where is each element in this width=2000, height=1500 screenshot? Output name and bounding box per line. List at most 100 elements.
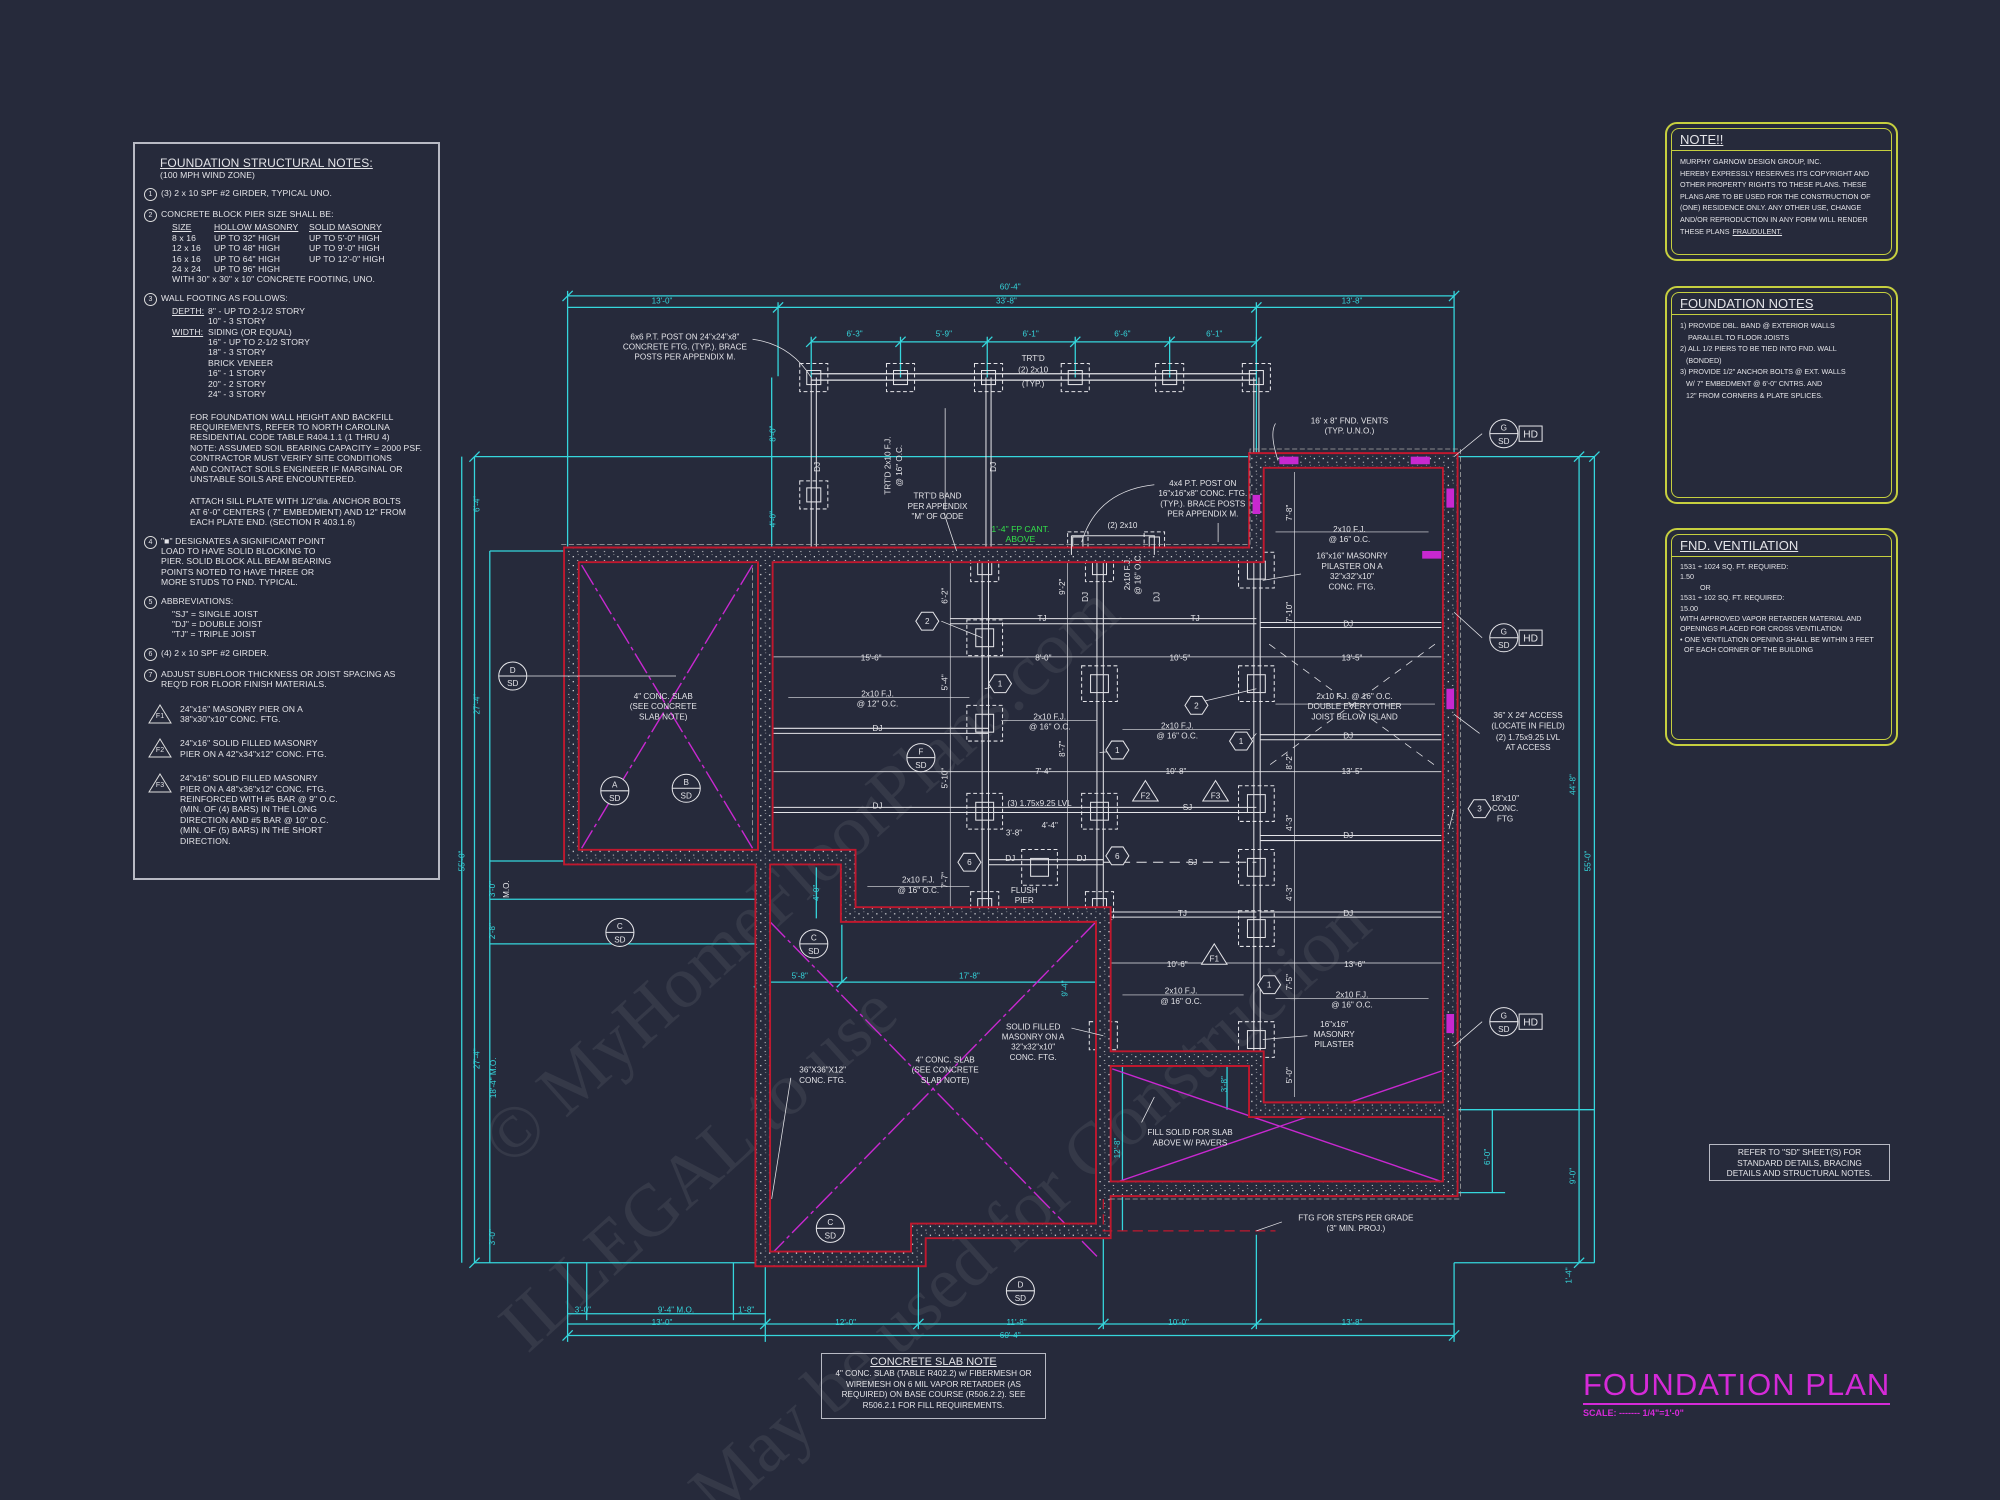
hold-down-tag: HD — [1523, 1018, 1538, 1029]
dimension-label: 6'-1" — [1022, 330, 1038, 339]
plan-label: CONC. FTG. — [1010, 1053, 1057, 1062]
table-cell: 24 x 24 — [172, 264, 201, 275]
text-line: 10" - 3 STORY — [208, 316, 267, 327]
fraudulent-emphasis: FRAUDULENT. — [1732, 226, 1783, 236]
text-line: REQ'D FOR FLOOR FINISH MATERIALS. — [161, 679, 327, 690]
plan-label: "M" OF CODE — [911, 512, 964, 521]
pier-footing — [1238, 665, 1275, 703]
plan-label: 3'-8" — [1006, 828, 1022, 837]
callout-sheet: SD — [1498, 641, 1509, 650]
text-line: REQUIRED) ON BASE COURSE (R506.2.2). SEE — [841, 1390, 1026, 1400]
plan-label: (2) 2x10 — [1018, 365, 1048, 374]
ventilation-title: FND. VENTILATION — [1672, 535, 1891, 557]
plan-label: 7'-8" — [1285, 505, 1294, 521]
text-line: MURPHY GARNOW DESIGN GROUP, INC. — [1680, 157, 1822, 166]
drawing-title: FOUNDATION PLAN — [1583, 1368, 1891, 1405]
hexagon-tag-icon — [915, 611, 940, 631]
dimension-label: 18'-4" M.O. — [489, 1057, 498, 1098]
dimension-label: 6'-3" — [846, 330, 862, 339]
pier — [1246, 857, 1266, 877]
pier — [1248, 370, 1264, 386]
dimension-label: 5'-9" — [936, 330, 952, 339]
plan-label: 5'-0" — [1285, 1067, 1294, 1083]
pier-footing — [966, 792, 1004, 830]
dimension-label: 60'-4" — [1000, 283, 1021, 292]
plan-label: DJ — [1343, 732, 1353, 741]
plan-label: DJ — [1005, 854, 1015, 863]
dimension-label: 44'-8" — [1568, 774, 1577, 795]
slab-note-title: CONCRETE SLAB NOTE — [870, 1356, 997, 1368]
text-line: 4" CONC. SLAB (TABLE R402.2) w/ FIBERMES… — [835, 1369, 1032, 1378]
dimension-label: 1'-8" — [738, 1306, 754, 1315]
crawl-x-marks — [1268, 643, 1436, 766]
leader-lines — [514, 338, 1483, 1232]
callout-sheet: SD — [1015, 1294, 1026, 1303]
dimension-label: 4'-0" — [769, 511, 778, 527]
plan-label: (TYP.). BRACE POSTS — [1160, 499, 1246, 508]
callout-sheet: SD — [614, 936, 625, 945]
plan-label: 32"x32"x10" — [1011, 1043, 1055, 1052]
plan-label: 16"x16"x8" CONC. FTG. — [1158, 489, 1247, 498]
plan-label: @ 16" O.C. — [1133, 553, 1142, 595]
dimension-label: 3'-0" — [488, 881, 497, 897]
plan-label: 2x10 F.J. — [1336, 990, 1369, 999]
footing-tag: F1 — [1210, 955, 1220, 964]
text-line: DETAILS AND STRUCTURAL NOTES. — [1726, 1168, 1873, 1178]
plan-label: 2x10 F.J. — [1123, 558, 1132, 591]
triangle-tag-icon — [1131, 779, 1160, 802]
text-line: 24"x16" MASONRY PIER ON A — [180, 703, 303, 714]
note-6: 6(4) 2 x 10 SPF #2 GIRDER. — [144, 647, 428, 661]
text-line: 3) PROVIDE 1/2" ANCHOR BOLTS @ EXT. WALL… — [1680, 367, 1846, 377]
plan-label: 13'-5" — [1342, 654, 1363, 663]
table-cell: UP TO 96" HIGH — [214, 264, 281, 275]
plan-label: @ 16" O.C. — [1029, 723, 1071, 732]
drawing-scale: SCALE: ------- 1/4"=1'-0" — [1583, 1408, 1684, 1418]
plan-label: TRT'D BAND — [913, 492, 961, 501]
callout-detail: F — [918, 747, 923, 756]
plan-label: @ 16" O.C. — [898, 886, 940, 895]
table-cell: UP TO 12'-0" HIGH — [309, 253, 385, 264]
plan-label: POSTS PER APPENDIX M. — [634, 353, 735, 362]
plan-label: (2) 2x10 — [1107, 521, 1137, 530]
hold-down-tag: HD — [1523, 634, 1538, 645]
callout-detail: G — [1501, 423, 1507, 432]
pier-footing — [1021, 848, 1058, 886]
table-cell: UP TO 9'-0" HIGH — [309, 243, 380, 254]
pier-footing — [1081, 792, 1118, 830]
depth-label: DEPTH: — [172, 305, 205, 316]
note-number-icon: 6 — [144, 647, 157, 661]
pier — [975, 713, 995, 733]
triangle-tag-icon — [1201, 779, 1230, 802]
text-line: WITH APPROVED VAPOR RETARDER MATERIAL AN… — [1680, 614, 1862, 624]
text-line: 2) ALL 1/2 PIERS TO BE TIED INTO FND. WA… — [1680, 344, 1837, 354]
plan-label: PER APPENDIX M. — [1167, 510, 1238, 519]
cantilever-note: 1'-4" FP CANT. — [991, 524, 1049, 534]
foundation-walls — [561, 448, 1461, 1268]
plan-label: 8'-7" — [1058, 741, 1067, 757]
plan-label: DJ — [1081, 592, 1090, 602]
plan-label: 4'-4" — [1042, 821, 1058, 830]
slab-note-body: 4" CONC. SLAB (TABLE R402.2) w/ FIBERMES… — [822, 1369, 1045, 1411]
plan-label: 13'-6" — [1344, 960, 1365, 969]
text-line: 1) PROVIDE DBL. BAND @ EXTERIOR WALLS — [1680, 321, 1835, 330]
triangle-tag-icon — [1200, 942, 1228, 965]
text-line: PIER ON A 42"x34"x12" CONC. FTG. — [180, 748, 327, 759]
text-line: "TJ" = TRIPLE JOIST — [172, 629, 257, 640]
width-label: WIDTH: — [172, 326, 204, 337]
dimension-labels: 60'-4"13'-0"33'-8"13'-8"6'-3"5'-9"6'-1"6… — [457, 283, 1592, 1340]
plan-label: CONCRETE FTG. (TYP.). BRACE — [623, 342, 748, 351]
text-line: "DJ" = DOUBLE JOIST — [172, 619, 263, 629]
dimension-label: 55'-0" — [1584, 850, 1593, 871]
pier — [1090, 674, 1109, 694]
plan-label: JOIST BELOW ISLAND — [1311, 712, 1398, 721]
dimension-label: 12'-0" — [835, 1318, 856, 1327]
text-line: OTHER PROPERTY RIGHTS TO THESE PLANS. TH… — [1680, 180, 1867, 190]
plan-label: 2x10 F.J. — [1033, 712, 1066, 721]
table-cell: UP TO 5'-0" HIGH — [309, 232, 380, 243]
